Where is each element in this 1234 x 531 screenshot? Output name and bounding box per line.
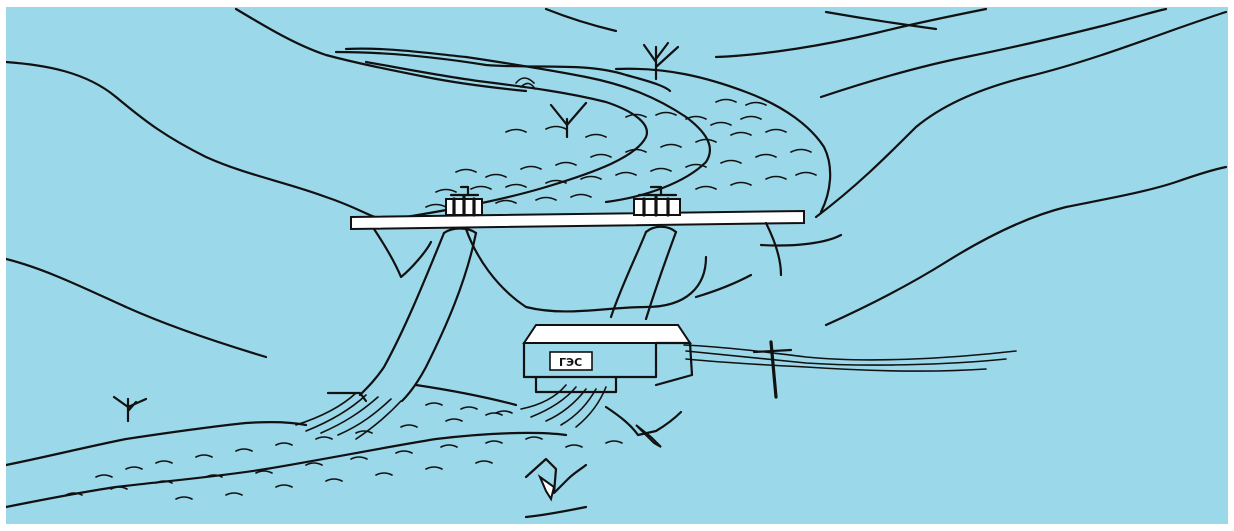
station-label: ГЭС xyxy=(559,356,582,369)
hydro-power-illustration: ГЭС xyxy=(6,7,1228,524)
